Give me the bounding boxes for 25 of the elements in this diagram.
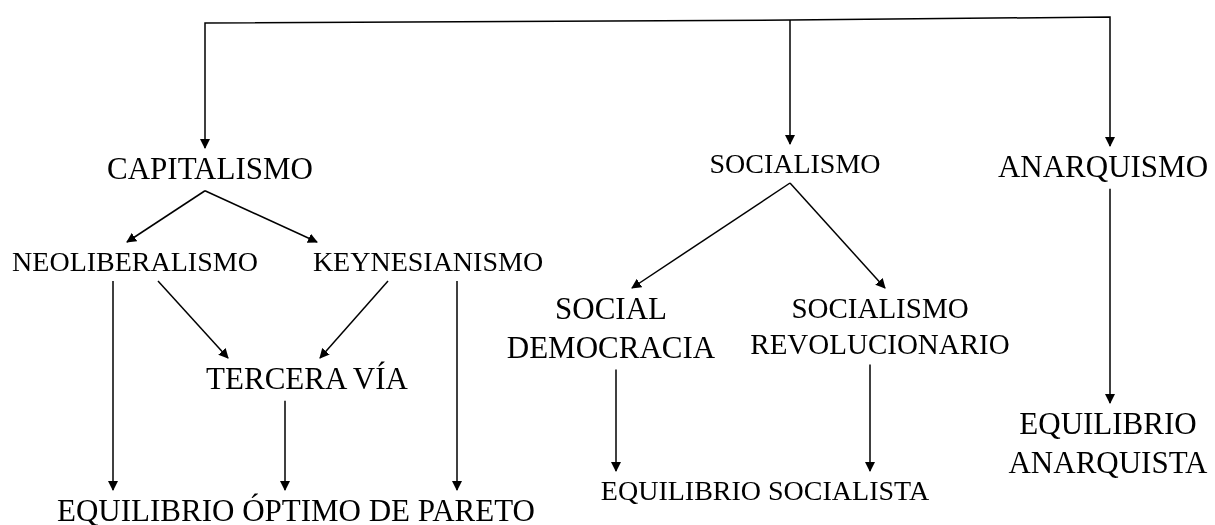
arrow <box>785 19 795 145</box>
arrow <box>631 182 791 289</box>
arrow <box>1105 188 1115 404</box>
node-label: EQUILIBRIO ANARQUISTA <box>1007 405 1209 482</box>
node-label: NEOLIBERALISMO <box>12 245 258 279</box>
arrow <box>157 280 229 359</box>
arrow <box>611 368 621 472</box>
arrow <box>789 16 1115 147</box>
arrow <box>865 363 875 472</box>
arrow <box>789 182 886 289</box>
node-label: SOCIALISMO <box>709 147 881 181</box>
arrow <box>280 400 290 491</box>
arrow <box>319 280 389 359</box>
node-label: EQUILIBRIO SOCIALISTA <box>600 474 930 508</box>
arrow <box>200 19 791 149</box>
arrow <box>108 280 118 491</box>
node-label: ANARQUISMO <box>997 148 1209 186</box>
node-label: TERCERA VÍA <box>206 360 408 398</box>
arrow <box>452 280 462 491</box>
arrow <box>126 190 206 243</box>
node-label: CAPITALISMO <box>107 150 313 188</box>
arrow <box>204 190 318 243</box>
node-label: SOCIAL DEMOCRACIA <box>505 290 717 367</box>
node-label: KEYNESIANISMO <box>312 245 544 279</box>
node-label: SOCIALISMO REVOLUCIONARIO <box>749 291 1011 363</box>
